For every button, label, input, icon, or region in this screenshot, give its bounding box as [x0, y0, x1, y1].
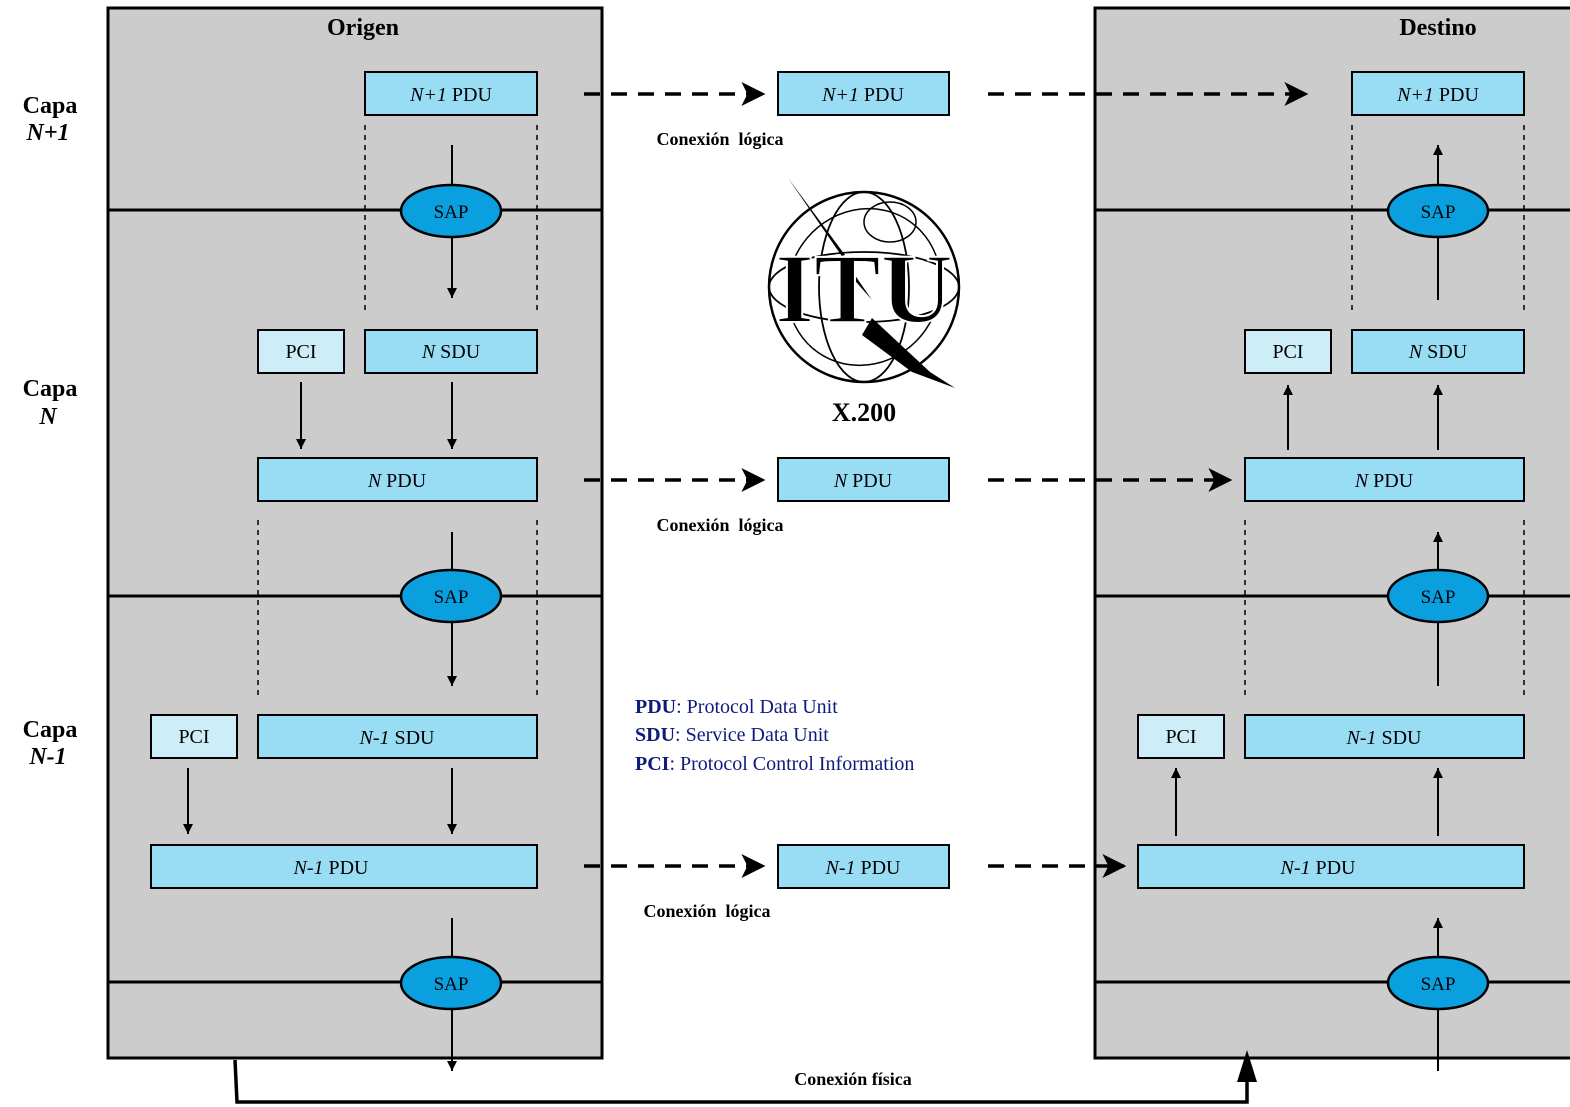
physical-connection-arrowhead	[1237, 1050, 1257, 1082]
middle-n-pdu-box	[777, 457, 950, 502]
svg-text:SAP: SAP	[1421, 974, 1456, 995]
middle-n-plus-1-pdu-box	[777, 71, 950, 116]
lightning-bolt-icon	[788, 178, 872, 300]
origin-n-minus-1-sdu-label: N-1 SDU	[358, 727, 435, 749]
middle-n-plus-1-pdu-label: N+1 PDU	[821, 84, 904, 106]
destination-n-pci-label: PCI	[1272, 341, 1303, 363]
destination-sap-n-minus-1: SAP	[1386, 955, 1490, 1011]
destination-header: Destino	[1399, 15, 1476, 41]
origin-n-plus-1-pdu-box	[364, 71, 538, 116]
origin-n-sdu-label: N SDU	[421, 341, 481, 363]
origin-n-minus-1-sdu-box	[257, 714, 538, 759]
physical-connection-line	[233, 1059, 1249, 1104]
origin-n-pci-box	[257, 329, 345, 374]
destination-n-minus-1-pdu-box	[1137, 844, 1525, 889]
destination-n-plus-1-pdu-label: N+1 PDU	[1396, 84, 1479, 106]
destination-n-pci-box	[1244, 329, 1332, 374]
layer-label-n-minus-1-id: N-1	[28, 744, 66, 770]
origin-n-sdu-box	[364, 329, 538, 374]
itu-logo-caption: X.200	[832, 398, 896, 427]
itu-logo: ITU X.200	[767, 178, 961, 427]
svg-text:SAP: SAP	[434, 587, 469, 608]
destination-n-minus-1-pci-box	[1137, 714, 1225, 759]
destination-sap-n: SAP	[1386, 568, 1490, 624]
destination-n-sdu-box	[1351, 329, 1525, 374]
logical-connection-label: Conexión lógica	[656, 129, 783, 149]
origin-n-minus-1-pci-box	[150, 714, 238, 759]
logical-connection-label: Conexión lógica	[643, 901, 770, 921]
destination-n-sdu-label: N SDU	[1408, 341, 1468, 363]
middle-n-minus-1-pdu-label: N-1 PDU	[824, 857, 901, 879]
destination-n-plus-1-pdu-box	[1351, 71, 1525, 116]
logical-connection-label: Conexión lógica	[656, 515, 783, 535]
lightning-bolt-icon	[862, 318, 955, 388]
destination-panel	[1093, 6, 1570, 1060]
origin-n-plus-1-pdu-label: N+1 PDU	[409, 84, 492, 106]
origin-n-pci-label: PCI	[285, 341, 316, 363]
legend-item: PDU: Protocol Data Unit	[635, 696, 838, 718]
origin-n-pdu-box	[257, 457, 538, 502]
origin-n-minus-1-pdu-box	[150, 844, 538, 889]
destination-n-minus-1-sdu-box	[1244, 714, 1525, 759]
svg-text:SAP: SAP	[434, 974, 469, 995]
origin-n-minus-1-pci-label: PCI	[178, 726, 209, 748]
origin-n-pdu-label: N PDU	[367, 470, 427, 492]
physical-connection-label: Conexión física	[794, 1069, 912, 1089]
layer-label-n-plus-1: Capa	[23, 93, 78, 119]
layer-label-n-id: N	[38, 404, 58, 430]
itu-logo-text: ITU	[775, 233, 953, 344]
destination-n-minus-1-pdu-label: N-1 PDU	[1279, 857, 1356, 879]
destination-n-pdu-box	[1244, 457, 1525, 502]
svg-text:SAP: SAP	[1421, 202, 1456, 223]
origin-sap-n-plus-1: SAP	[399, 183, 503, 239]
svg-text:SAP: SAP	[1421, 587, 1456, 608]
destination-n-minus-1-sdu-label: N-1 SDU	[1345, 727, 1422, 749]
origin-header: Origen	[327, 15, 399, 41]
svg-text:SAP: SAP	[434, 202, 469, 223]
origin-sap-n-minus-1: SAP	[399, 955, 503, 1011]
legend-item: PCI: Protocol Control Information	[635, 753, 914, 775]
origin-n-minus-1-pdu-label: N-1 PDU	[292, 857, 369, 879]
destination-n-pdu-label: N PDU	[1354, 470, 1414, 492]
legend: PDU: Protocol Data Unit SDU: Service Dat…	[635, 696, 914, 775]
layer-label-n: Capa	[23, 376, 78, 402]
destination-sap-n-plus-1: SAP	[1386, 183, 1490, 239]
legend-item: SDU: Service Data Unit	[635, 724, 829, 746]
layer-label-n-minus-1: Capa	[23, 717, 78, 743]
middle-n-minus-1-pdu-box	[777, 844, 950, 889]
origin-sap-n: SAP	[399, 568, 503, 624]
origin-panel	[106, 6, 604, 1060]
destination-n-minus-1-pci-label: PCI	[1165, 726, 1196, 748]
middle-n-pdu-label: N PDU	[833, 470, 893, 492]
layer-label-n-plus-1-id: N+1	[25, 120, 69, 146]
